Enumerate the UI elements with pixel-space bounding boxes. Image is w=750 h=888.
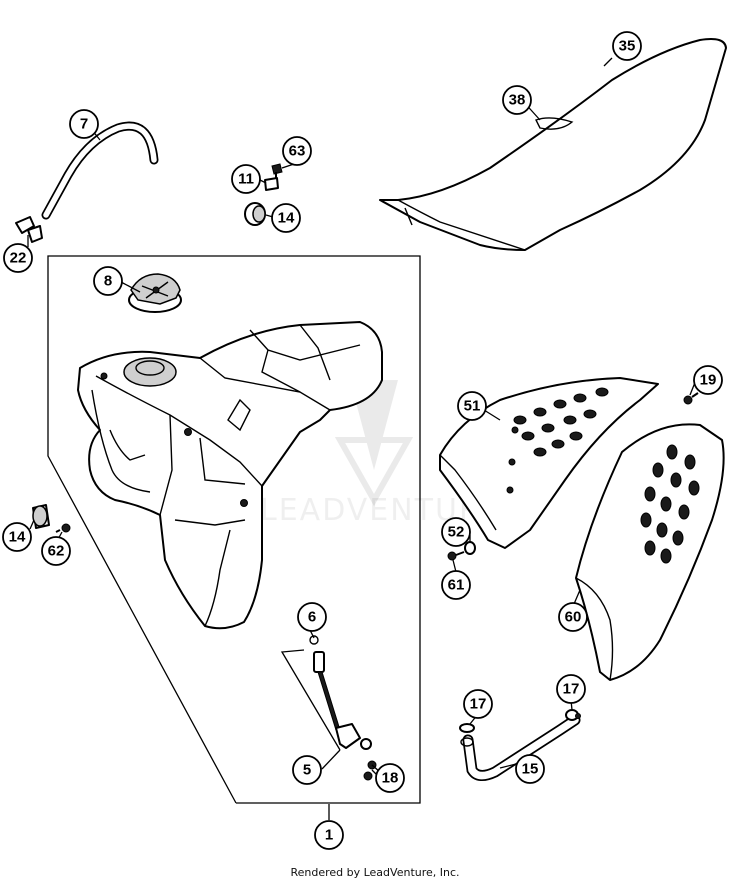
svg-text:62: 62 xyxy=(48,543,65,560)
svg-text:19: 19 xyxy=(700,372,717,389)
side-cover-right xyxy=(575,423,725,681)
callout-6: 6 xyxy=(297,602,327,632)
callout-7: 7 xyxy=(69,109,99,139)
vent-holes-51 xyxy=(506,387,609,494)
svg-text:15: 15 xyxy=(522,761,539,778)
svg-text:17: 17 xyxy=(563,681,580,698)
callout-18: 18 xyxy=(375,763,405,793)
callout-22: 22 xyxy=(3,243,33,273)
screw-18 xyxy=(363,760,381,781)
svg-text:1: 1 xyxy=(325,827,333,844)
callout-38: 38 xyxy=(502,85,532,115)
callout-35: 35 xyxy=(612,31,642,61)
svg-text:52: 52 xyxy=(448,524,465,541)
svg-text:17: 17 xyxy=(470,696,487,713)
washer-52 xyxy=(464,541,476,555)
screw-62 xyxy=(55,523,71,533)
rubber-bush-14-left xyxy=(32,504,50,529)
callout-61: 61 xyxy=(441,570,471,600)
callout-50: 60 xyxy=(558,602,588,632)
vent-holes-50 xyxy=(640,444,700,564)
callout-52: 52 xyxy=(441,517,471,547)
svg-text:18: 18 xyxy=(382,770,399,787)
tank-assembly-frame xyxy=(47,255,421,804)
callout-62: 62 xyxy=(41,536,71,566)
watermark-logo xyxy=(334,380,414,507)
fuel-cap xyxy=(128,273,182,313)
callout-14-left: 14 xyxy=(2,522,32,552)
breather-valve xyxy=(15,216,43,243)
rubber-bush-14-top xyxy=(244,202,266,226)
callout-1: 1 xyxy=(314,820,344,850)
callout-11: 11 xyxy=(231,164,261,194)
svg-text:7: 7 xyxy=(80,116,88,133)
svg-text:63: 63 xyxy=(289,143,306,160)
svg-text:6: 6 xyxy=(308,609,316,626)
svg-text:14: 14 xyxy=(9,529,26,546)
fuel-hose xyxy=(462,714,581,781)
svg-text:11: 11 xyxy=(238,171,254,188)
svg-text:38: 38 xyxy=(509,92,526,109)
nut-11 xyxy=(264,177,279,191)
breather-hose xyxy=(41,121,159,220)
hose-clamp-left xyxy=(459,723,475,747)
side-cover-left xyxy=(439,377,659,549)
fuel-tank xyxy=(77,321,383,630)
callout-19: 19 xyxy=(693,365,723,395)
fuel-tap xyxy=(309,635,372,750)
callout-15: 15 xyxy=(515,754,545,784)
callout-5: 5 xyxy=(292,755,322,785)
svg-text:14: 14 xyxy=(278,210,295,227)
svg-text:51: 51 xyxy=(464,398,481,415)
svg-text:60: 60 xyxy=(565,609,582,626)
callout-17-left: 17 xyxy=(463,689,493,719)
seat xyxy=(379,38,727,251)
callout-51: 51 xyxy=(457,391,487,421)
screw-61 xyxy=(447,551,465,561)
callout-17-right: 17 xyxy=(556,674,586,704)
callout-8: 8 xyxy=(93,266,123,296)
hose-clamp-right xyxy=(565,709,581,721)
callout-63: 63 xyxy=(282,136,312,166)
svg-text:61: 61 xyxy=(448,577,465,594)
svg-text:5: 5 xyxy=(303,762,311,779)
svg-text:8: 8 xyxy=(104,273,112,290)
rendered-by-footer: Rendered by LeadVenture, Inc. xyxy=(290,866,460,879)
callout-14-top: 14 xyxy=(271,203,301,233)
svg-text:35: 35 xyxy=(619,38,636,55)
screw-19 xyxy=(683,392,699,405)
svg-text:22: 22 xyxy=(10,250,27,267)
